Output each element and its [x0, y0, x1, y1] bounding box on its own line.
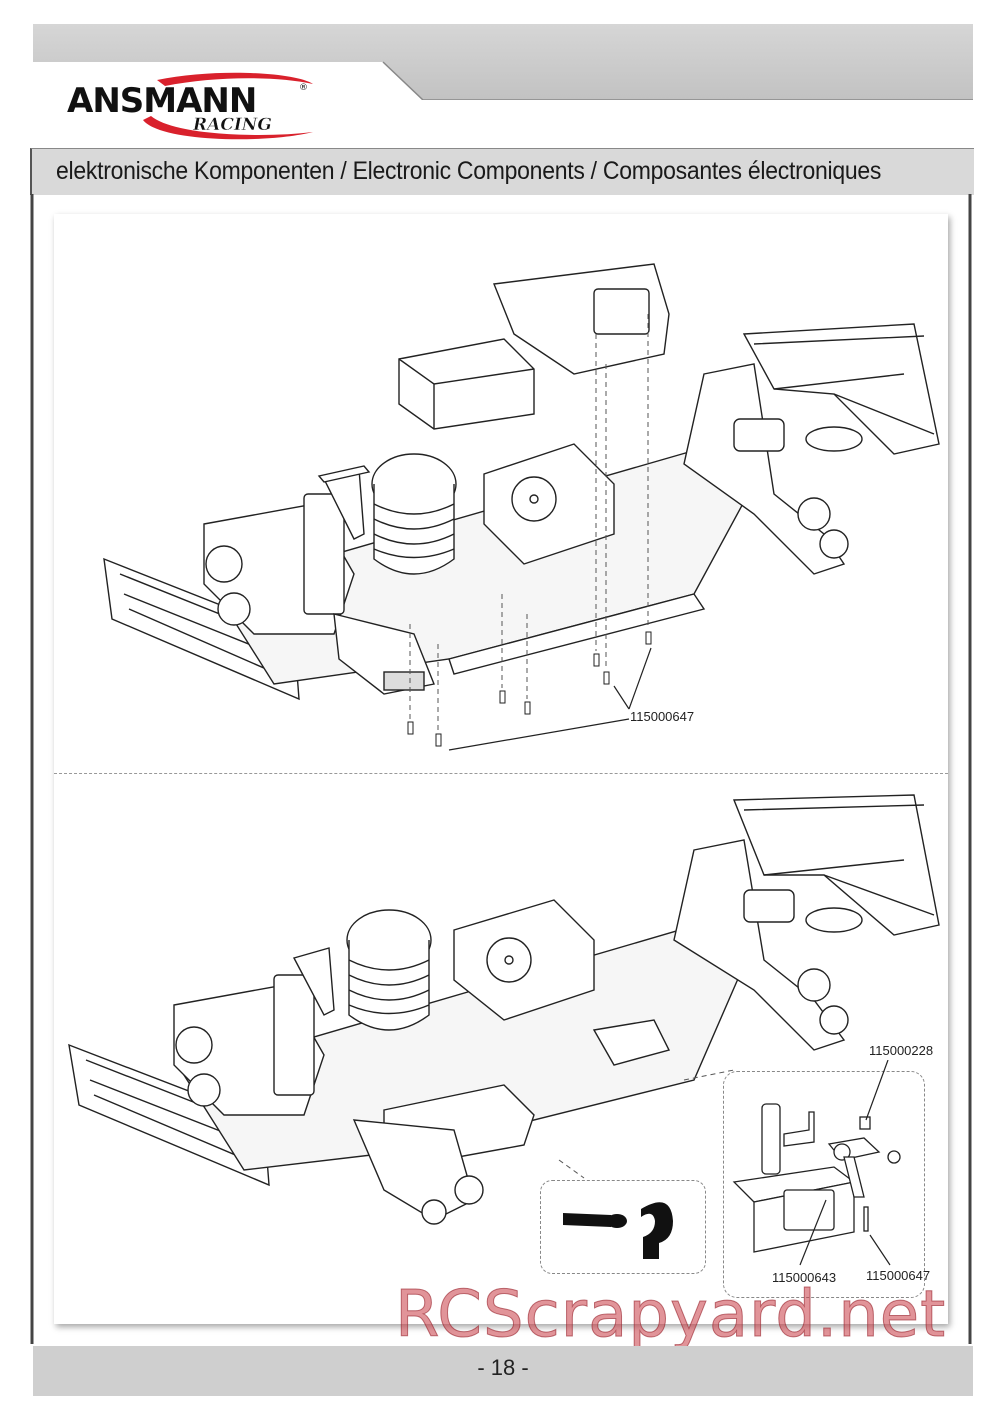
servo-detail-inset [723, 1071, 925, 1298]
footer-band: - 18 - [33, 1346, 973, 1396]
brand-sub: RACING [192, 115, 272, 135]
lower-leader-lines [799, 1060, 891, 1266]
watermark-text: RCScrapyard.net [394, 1278, 947, 1353]
lower-assembly-drawing [68, 794, 940, 1225]
page-number: - 18 - [477, 1355, 529, 1380]
brand-name: ANSMANN [67, 81, 256, 121]
section-title-bar: elektronische Komponenten / Electronic C… [30, 148, 974, 195]
part-number-upper-screw: 115000647 [630, 709, 695, 724]
section-divider [54, 773, 948, 774]
header-band [33, 24, 973, 100]
registered-mark: ® [299, 83, 308, 93]
upper-assembly-drawing [103, 263, 940, 751]
brand-logo: ANSMANN ® RACING [65, 70, 315, 146]
part-number-servo: 115000643 [772, 1270, 837, 1285]
part-number-servo-saver: 115000228 [869, 1043, 934, 1058]
servo-saver-detail-inset [540, 1180, 706, 1274]
section-title: elektronische Komponenten / Electronic C… [56, 157, 882, 185]
part-number-lower-screw: 115000647 [866, 1268, 931, 1283]
page-frame [30, 194, 972, 1344]
